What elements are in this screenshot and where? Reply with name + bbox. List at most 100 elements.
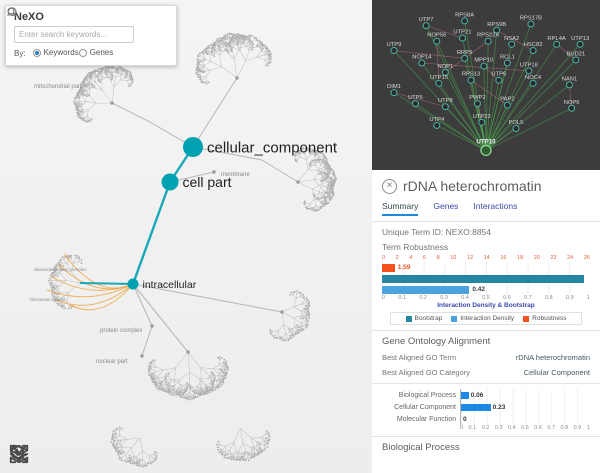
network-node[interactable]: NOP56 [427, 33, 446, 45]
network-node[interactable]: UTP21 [453, 30, 471, 42]
network-node[interactable]: UTP4 [429, 117, 445, 129]
tree-node-cellular-component[interactable]: cellular_component [183, 137, 338, 157]
network-node[interactable]: RPS22A [477, 33, 499, 45]
network-node-label: RPS8A [455, 12, 474, 18]
network-node[interactable]: HSC82 [524, 42, 543, 55]
network-node[interactable]: RPS8A [455, 12, 474, 25]
network-node[interactable]: RRP9 [457, 50, 472, 62]
interaction-network-panel[interactable]: UTP7 RPS8A RPS9B RPS17B UTP9 NOP56 UTP21 RPS22A… [372, 0, 600, 170]
network-node[interactable]: UTP18 [520, 62, 538, 75]
network-node-label: NAN1 [562, 76, 577, 82]
network-node[interactable]: NAN1 [562, 76, 577, 89]
go-bar-track: 0 [460, 413, 590, 425]
tree-edges [110, 76, 300, 358]
network-node[interactable]: UTP13 [571, 36, 589, 48]
bar-value-label: 1.59 [397, 264, 411, 271]
legend-robustness: Robustness [523, 315, 567, 322]
network-node[interactable]: UTP6 [491, 72, 506, 84]
go-bar-value: 0 [463, 415, 467, 423]
canvas-toolbar [8, 443, 164, 467]
details-tabs: Summary Genes Interactions [382, 201, 590, 216]
network-node[interactable]: NOP6 [564, 100, 580, 112]
go-row-value: rDNA heterochromatin [515, 353, 590, 362]
axis-tick: 0.7 [524, 295, 532, 301]
axis-tick: 20 [533, 255, 540, 261]
network-node[interactable]: RPS13 [462, 72, 480, 84]
network-node[interactable]: RPS9B [487, 22, 506, 34]
axis-tick: 0.9 [565, 295, 574, 301]
network-node[interactable]: NOP1 [437, 64, 453, 76]
go-bar-label: Cellular Component [394, 403, 456, 411]
network-node[interactable]: POL5 [509, 120, 524, 133]
tree-term-label: mitochondrial part [34, 84, 82, 90]
search-by-keywords[interactable]: Keywords [32, 48, 79, 57]
tree-term-label: membrane [221, 172, 250, 178]
network-node-label: RCL1 [500, 55, 515, 61]
network-node[interactable]: DIM1 [387, 84, 401, 97]
fit-to-screen-icon[interactable] [9, 443, 98, 467]
radio-icon[interactable] [32, 48, 41, 57]
axis-tick: 0.3 [440, 295, 448, 301]
network-node[interactable]: NSA2 [504, 36, 519, 48]
axis-tick: 22 [550, 255, 557, 261]
network-node-label: BUD21 [567, 51, 586, 57]
tree-node-cell-part[interactable]: cell part [161, 173, 232, 191]
collapse-tree-icon[interactable] [11, 443, 131, 467]
network-node[interactable]: UTP8 [438, 98, 453, 111]
search-by-genes[interactable]: Genes [78, 48, 113, 57]
tab-genes[interactable]: Genes [433, 201, 459, 211]
network-node-label: NOP1 [437, 64, 453, 70]
highlight-edges [46, 253, 134, 311]
close-icon[interactable]: × [382, 178, 397, 194]
network-node[interactable]: RPL4A [547, 36, 566, 48]
go-row-value: Cellular Component [523, 368, 590, 377]
network-node[interactable]: UTP5 [408, 95, 423, 108]
network-node[interactable]: UTP9 [387, 42, 402, 55]
network-node[interactable]: UTP15 [430, 75, 448, 87]
axis-tick: 26 [583, 255, 590, 261]
network-node[interactable]: UTP22 [473, 114, 491, 126]
axis-tick: 4 [409, 255, 413, 261]
axis-tick: 18 [517, 255, 524, 261]
axis-tick: 0.4 [461, 295, 469, 301]
network-node[interactable]: MPP10 [474, 58, 493, 70]
tab-interactions[interactable]: Interactions [473, 201, 518, 211]
network-node-label: HSC82 [524, 42, 543, 48]
network-node[interactable]: NOP14 [412, 55, 432, 67]
refresh-icon[interactable] [7, 7, 168, 41]
tab-summary[interactable]: Summary [382, 201, 419, 216]
network-node[interactable]: PAP2 [500, 97, 515, 109]
network-hub-node[interactable]: UTP10 [476, 138, 496, 157]
layers-icon[interactable] [9, 443, 164, 467]
axis-tick: 1 [586, 295, 590, 301]
search-icon[interactable] [7, 7, 151, 41]
interaction-network-svg[interactable]: UTP7 RPS8A RPS9B RPS17B UTP9 NOP56 UTP21 RPS22A… [372, 0, 600, 170]
divider [372, 330, 600, 331]
network-node[interactable]: RCL1 [500, 55, 515, 67]
network-node-label: UTP6 [491, 72, 506, 78]
network-node[interactable]: PWP2 [469, 95, 486, 108]
axis-tick: 0 [382, 295, 386, 301]
axis-tick: 0.4 [507, 425, 516, 431]
network-node[interactable]: NOC4 [525, 75, 542, 87]
divider [372, 383, 600, 384]
network-node-label: NOP6 [564, 100, 580, 106]
tree-node-intracellular[interactable]: intracellular [127, 278, 197, 291]
radio-icon[interactable] [78, 48, 87, 57]
zoom-out-icon[interactable] [10, 443, 65, 467]
network-node[interactable]: UTP7 [419, 17, 434, 30]
network-node-label: UTP5 [408, 95, 423, 101]
go-bar-value: 0.06 [470, 391, 484, 399]
divider [372, 221, 600, 222]
network-node[interactable]: BUD21 [567, 51, 586, 64]
network-node[interactable]: RPS17B [520, 16, 542, 28]
search-input[interactable] [14, 26, 134, 43]
